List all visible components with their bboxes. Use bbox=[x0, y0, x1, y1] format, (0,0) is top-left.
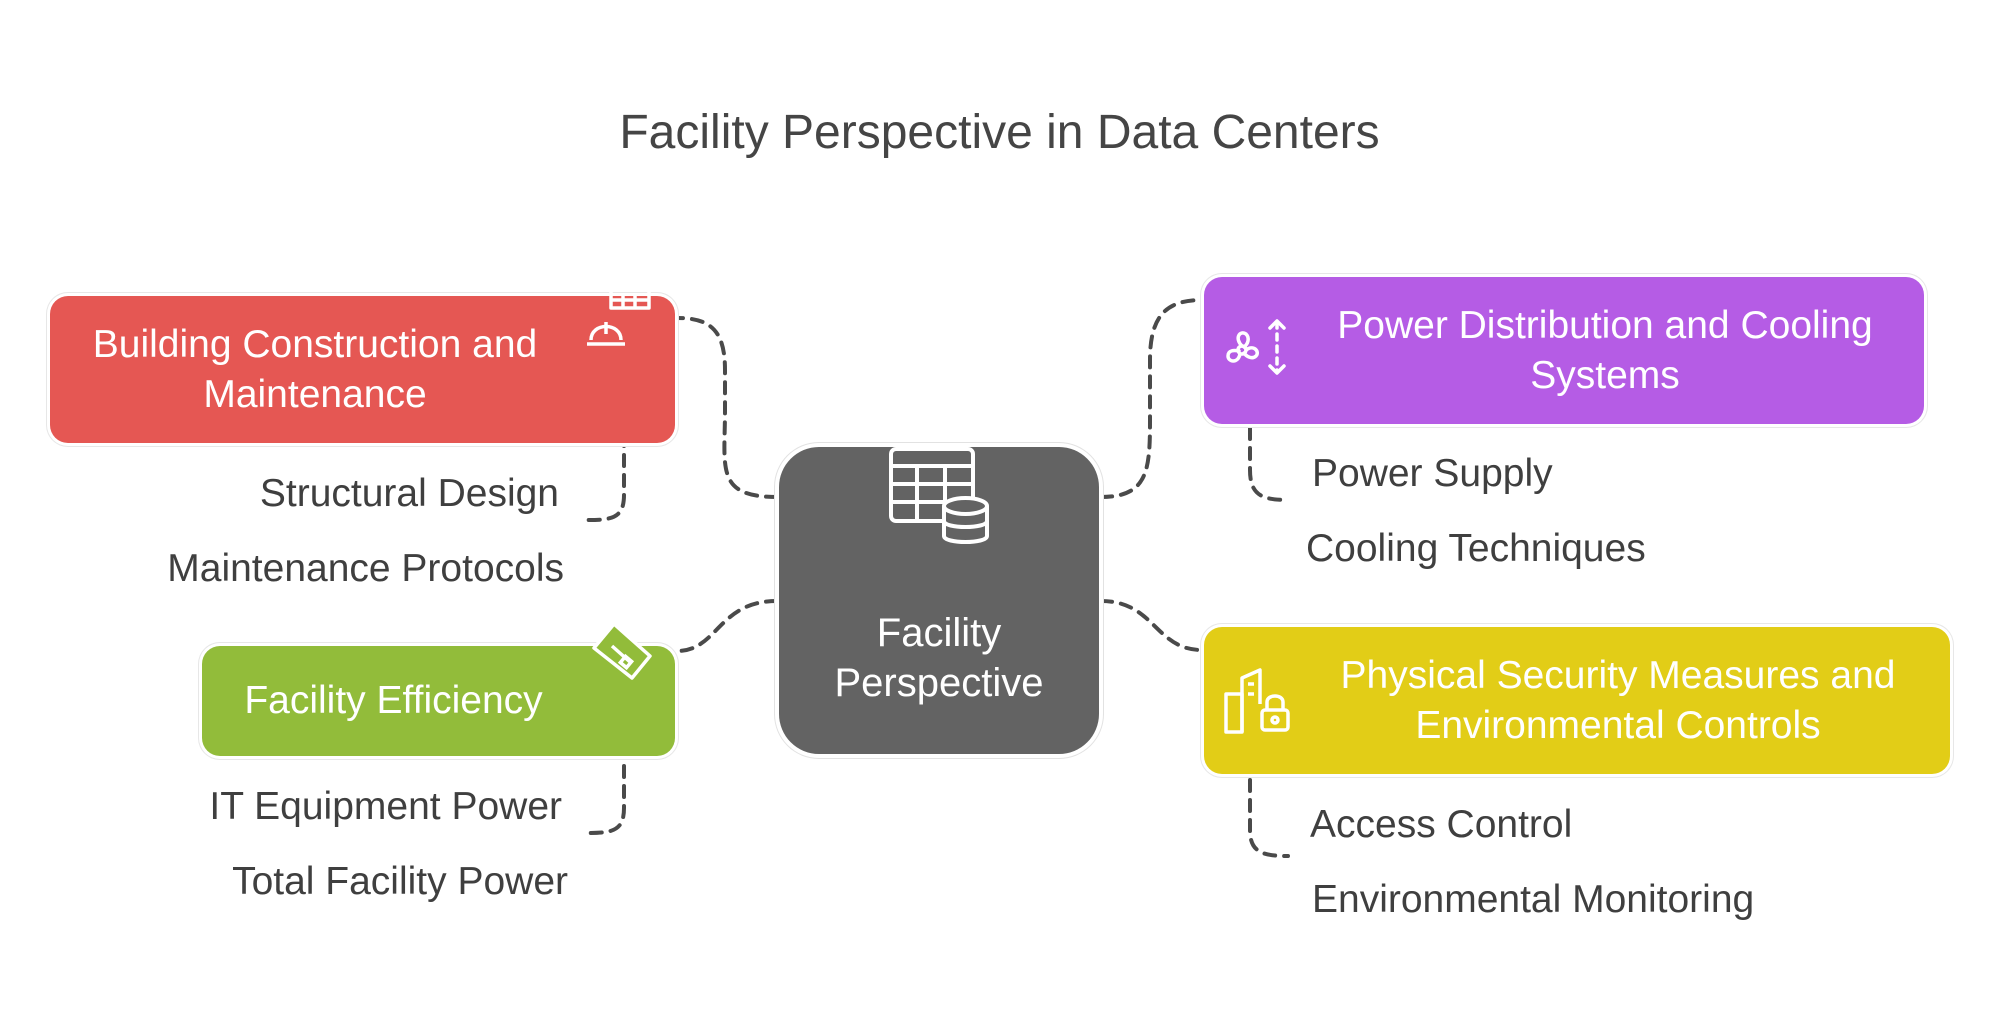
power-item-power-supply: Power Supply bbox=[1312, 452, 1553, 495]
center-label-line1: Facility bbox=[876, 611, 1002, 655]
center-label-line2: Perspective bbox=[834, 661, 1044, 705]
secure-building-icon bbox=[1224, 668, 1290, 734]
connector-center-power bbox=[1099, 298, 1204, 499]
connector-power-items bbox=[1248, 366, 1290, 502]
building-label-line2: Maintenance bbox=[203, 372, 427, 416]
branch-physical-security: Physical Security Measures and Environme… bbox=[1204, 627, 1950, 774]
building-item-structural-design: Structural Design bbox=[259, 472, 559, 515]
diagram-title: Facility Perspective in Data Centers bbox=[619, 106, 1380, 159]
connector-efficiency-items bbox=[586, 704, 626, 835]
branch-power-distribution: Power Distribution and Cooling Systems bbox=[1204, 277, 1924, 424]
efficiency-item-it-equipment-power: IT Equipment Power bbox=[209, 785, 562, 828]
building-item-maintenance-protocols: Maintenance Protocols bbox=[167, 547, 564, 590]
connector-security-items bbox=[1248, 718, 1290, 858]
security-label-line2: Environmental Controls bbox=[1415, 703, 1821, 747]
connector-building-items bbox=[586, 393, 626, 522]
construction-building-icon bbox=[587, 292, 651, 346]
building-label-line1: Building Construction and bbox=[92, 322, 538, 366]
efficiency-item-total-facility-power: Total Facility Power bbox=[232, 860, 568, 903]
branch-facility-efficiency: Facility Efficiency bbox=[202, 646, 675, 756]
security-item-access-control: Access Control bbox=[1310, 803, 1573, 846]
efficiency-tag-icon bbox=[592, 622, 652, 680]
center-node: Facility Perspective bbox=[779, 447, 1099, 754]
branch-building-construction: Building Construction and Maintenance bbox=[50, 296, 675, 443]
fan-cooling-icon bbox=[1226, 319, 1286, 375]
table-database-icon bbox=[889, 447, 989, 544]
security-label-line1: Physical Security Measures and bbox=[1340, 653, 1896, 697]
connector-center-building bbox=[675, 316, 779, 499]
power-item-cooling-techniques: Cooling Techniques bbox=[1306, 527, 1646, 570]
power-label-line1: Power Distribution and Cooling bbox=[1337, 303, 1873, 347]
connector-center-efficiency bbox=[675, 599, 779, 653]
security-item-environmental-monitoring: Environmental Monitoring bbox=[1312, 878, 1755, 921]
efficiency-label: Facility Efficiency bbox=[244, 679, 543, 722]
connector-center-security bbox=[1099, 599, 1204, 652]
power-label-line2: Systems bbox=[1530, 353, 1680, 397]
